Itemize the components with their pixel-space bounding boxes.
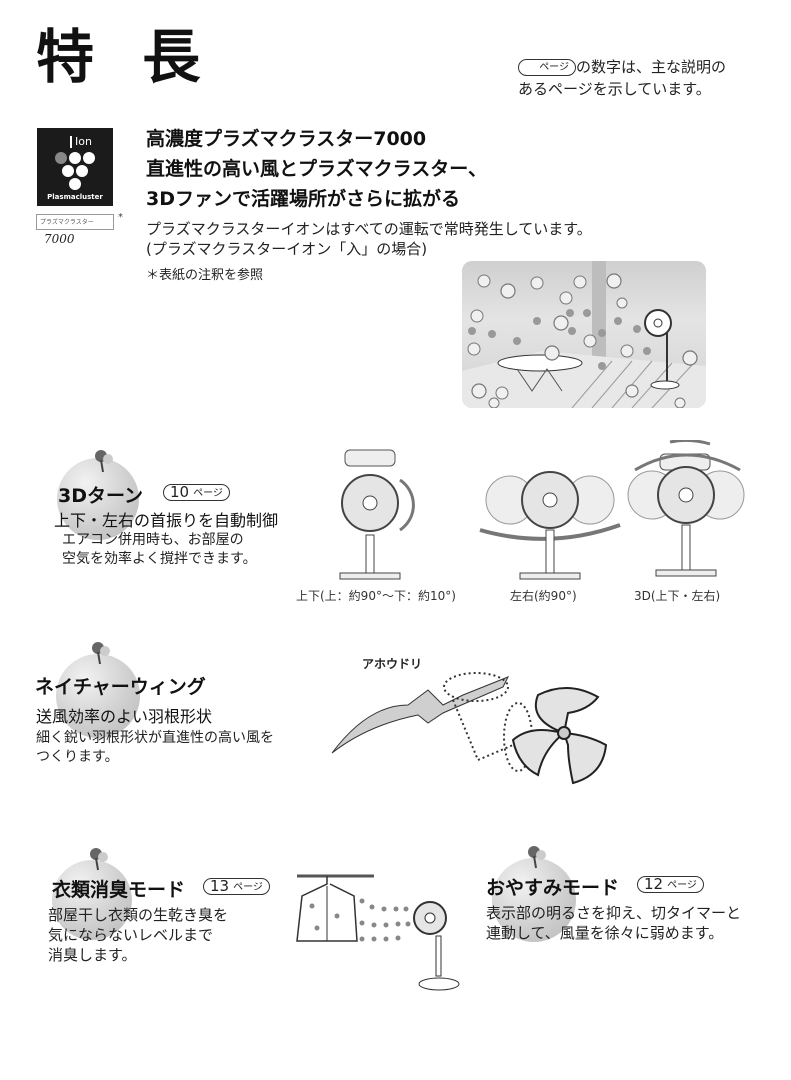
pushpin-icon (92, 642, 110, 665)
decorative-bubble (56, 654, 140, 738)
fan-vertical-illustration (339, 449, 415, 580)
grape-dot-icon (69, 152, 81, 164)
feature-subtitle-nature-wing: 送風効率のよい羽根形状 (36, 707, 213, 726)
page-reference-pill: ページ (518, 59, 576, 76)
fan-3d-illustration (627, 440, 745, 577)
caption-horizontal: 左右(約90°) (510, 589, 577, 603)
grape-dot-icon (55, 152, 67, 164)
page-title: 特 長 (36, 23, 215, 91)
feature-title-3d-turn: 3Dターン (58, 485, 144, 507)
grape-dot-icon (76, 165, 88, 177)
caption-3d: 3D(上下・左右) (634, 589, 721, 603)
feature-subtitle-3d-turn: 上下・左右の首振りを自動制御 (54, 511, 279, 530)
albatross-label: アホウドリ (362, 657, 423, 671)
footnote-star: * (118, 212, 123, 223)
fan-horizontal-illustration (479, 471, 621, 580)
page-reference-legend: ページの数字は、主な説明の あるページを示しています。 (518, 58, 727, 98)
feature-description-nature-wing: 細く鋭い羽根形状が直進性の高い風をつくります。 (36, 730, 274, 765)
plasmacluster-title: 高濃度プラズマクラスター7000 直進性の高い風とプラズマクラスター、 3Dファ… (146, 128, 488, 210)
decorative-bubble (492, 858, 576, 942)
plasmacluster-description: プラズマクラスターイオンはすべての運転で常時発生しています。 (プラズマクラスタ… (146, 220, 592, 258)
pushpin-icon (90, 848, 108, 871)
feature-description-3d-turn: エアコン併用時も、お部屋の空気を効率よく撹拌できます。 (62, 532, 257, 567)
grape-dot-icon (62, 165, 74, 177)
decorative-bubble (52, 860, 132, 940)
decorative-bubble (57, 458, 139, 540)
plasmacluster-logo: Ion Plasmacluster (37, 128, 113, 206)
feature-title-sleep-mode: おやすみモード (486, 877, 620, 899)
feature-title-clothes-deodorize: 衣類消臭モード (52, 879, 186, 901)
fan-oscillation-illustrations (339, 440, 745, 580)
clothes-and-fan-illustration (296, 874, 460, 991)
room-ion-illustration (462, 261, 706, 408)
feature-description-sleep-mode: 表示部の明るさを抑え、切タイマーと 連動して、風量を徐々に弱めます。 (486, 904, 742, 942)
caption-vertical: 上下(上：約90°〜下：約10°) (296, 589, 456, 603)
grape-dot-icon (83, 152, 95, 164)
plasmacluster-footnote: ＊表紙の注釈を参照 (146, 268, 264, 283)
pushpin-icon (95, 450, 113, 473)
albatross-and-fan-blade-illustration (331, 672, 608, 785)
plasmacluster-7000-badge: プラズマクラスター7000 (36, 214, 114, 246)
pushpin-icon (528, 846, 546, 869)
feature-description-clothes-deodorize: 部屋干し衣類の生乾き臭を 気にならないレベルまで 消臭します。 (48, 906, 229, 964)
feature-title-nature-wing: ネイチャーウィング (35, 676, 206, 698)
grape-dot-icon (69, 178, 81, 190)
